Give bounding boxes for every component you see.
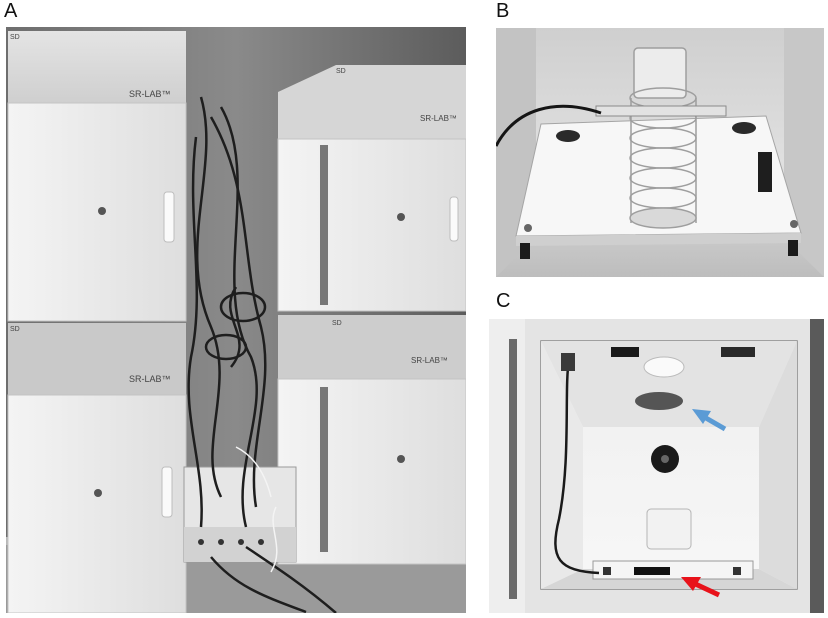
- brand-label: SR-LAB™: [129, 89, 171, 99]
- startle-platform: [515, 115, 802, 259]
- brand-label: SR-LAB™: [129, 374, 171, 384]
- panel-label-b: B: [496, 0, 510, 22]
- logo-label: SD: [10, 34, 20, 41]
- red-arrow: [681, 577, 721, 598]
- left-top-enclosure: SR-LAB™ SD: [7, 31, 187, 322]
- control-unit: [183, 466, 297, 563]
- brand-label: SR-LAB™: [411, 356, 448, 365]
- photo-panel-b: [496, 28, 824, 277]
- panel-label-a: A: [4, 0, 18, 22]
- panel-label-c: C: [496, 290, 511, 312]
- brand-label: SR-LAB™: [420, 114, 457, 123]
- logo-label: SD: [336, 68, 346, 75]
- photo-panel-c: [489, 319, 824, 613]
- logo-label: SD: [10, 326, 20, 333]
- left-bottom-enclosure: SR-LAB™ SD: [7, 323, 187, 613]
- blue-arrow: [692, 409, 727, 432]
- right-bottom-enclosure: SR-LAB™ SD: [277, 315, 466, 565]
- animal-holder-cylinder: [629, 47, 697, 229]
- photo-panel-a: SR-LAB™ SD SR-LAB™ SD SR-LAB™ SD SR-L: [6, 27, 466, 613]
- logo-label: SD: [332, 320, 342, 327]
- right-top-enclosure: SR-LAB™ SD: [277, 65, 466, 312]
